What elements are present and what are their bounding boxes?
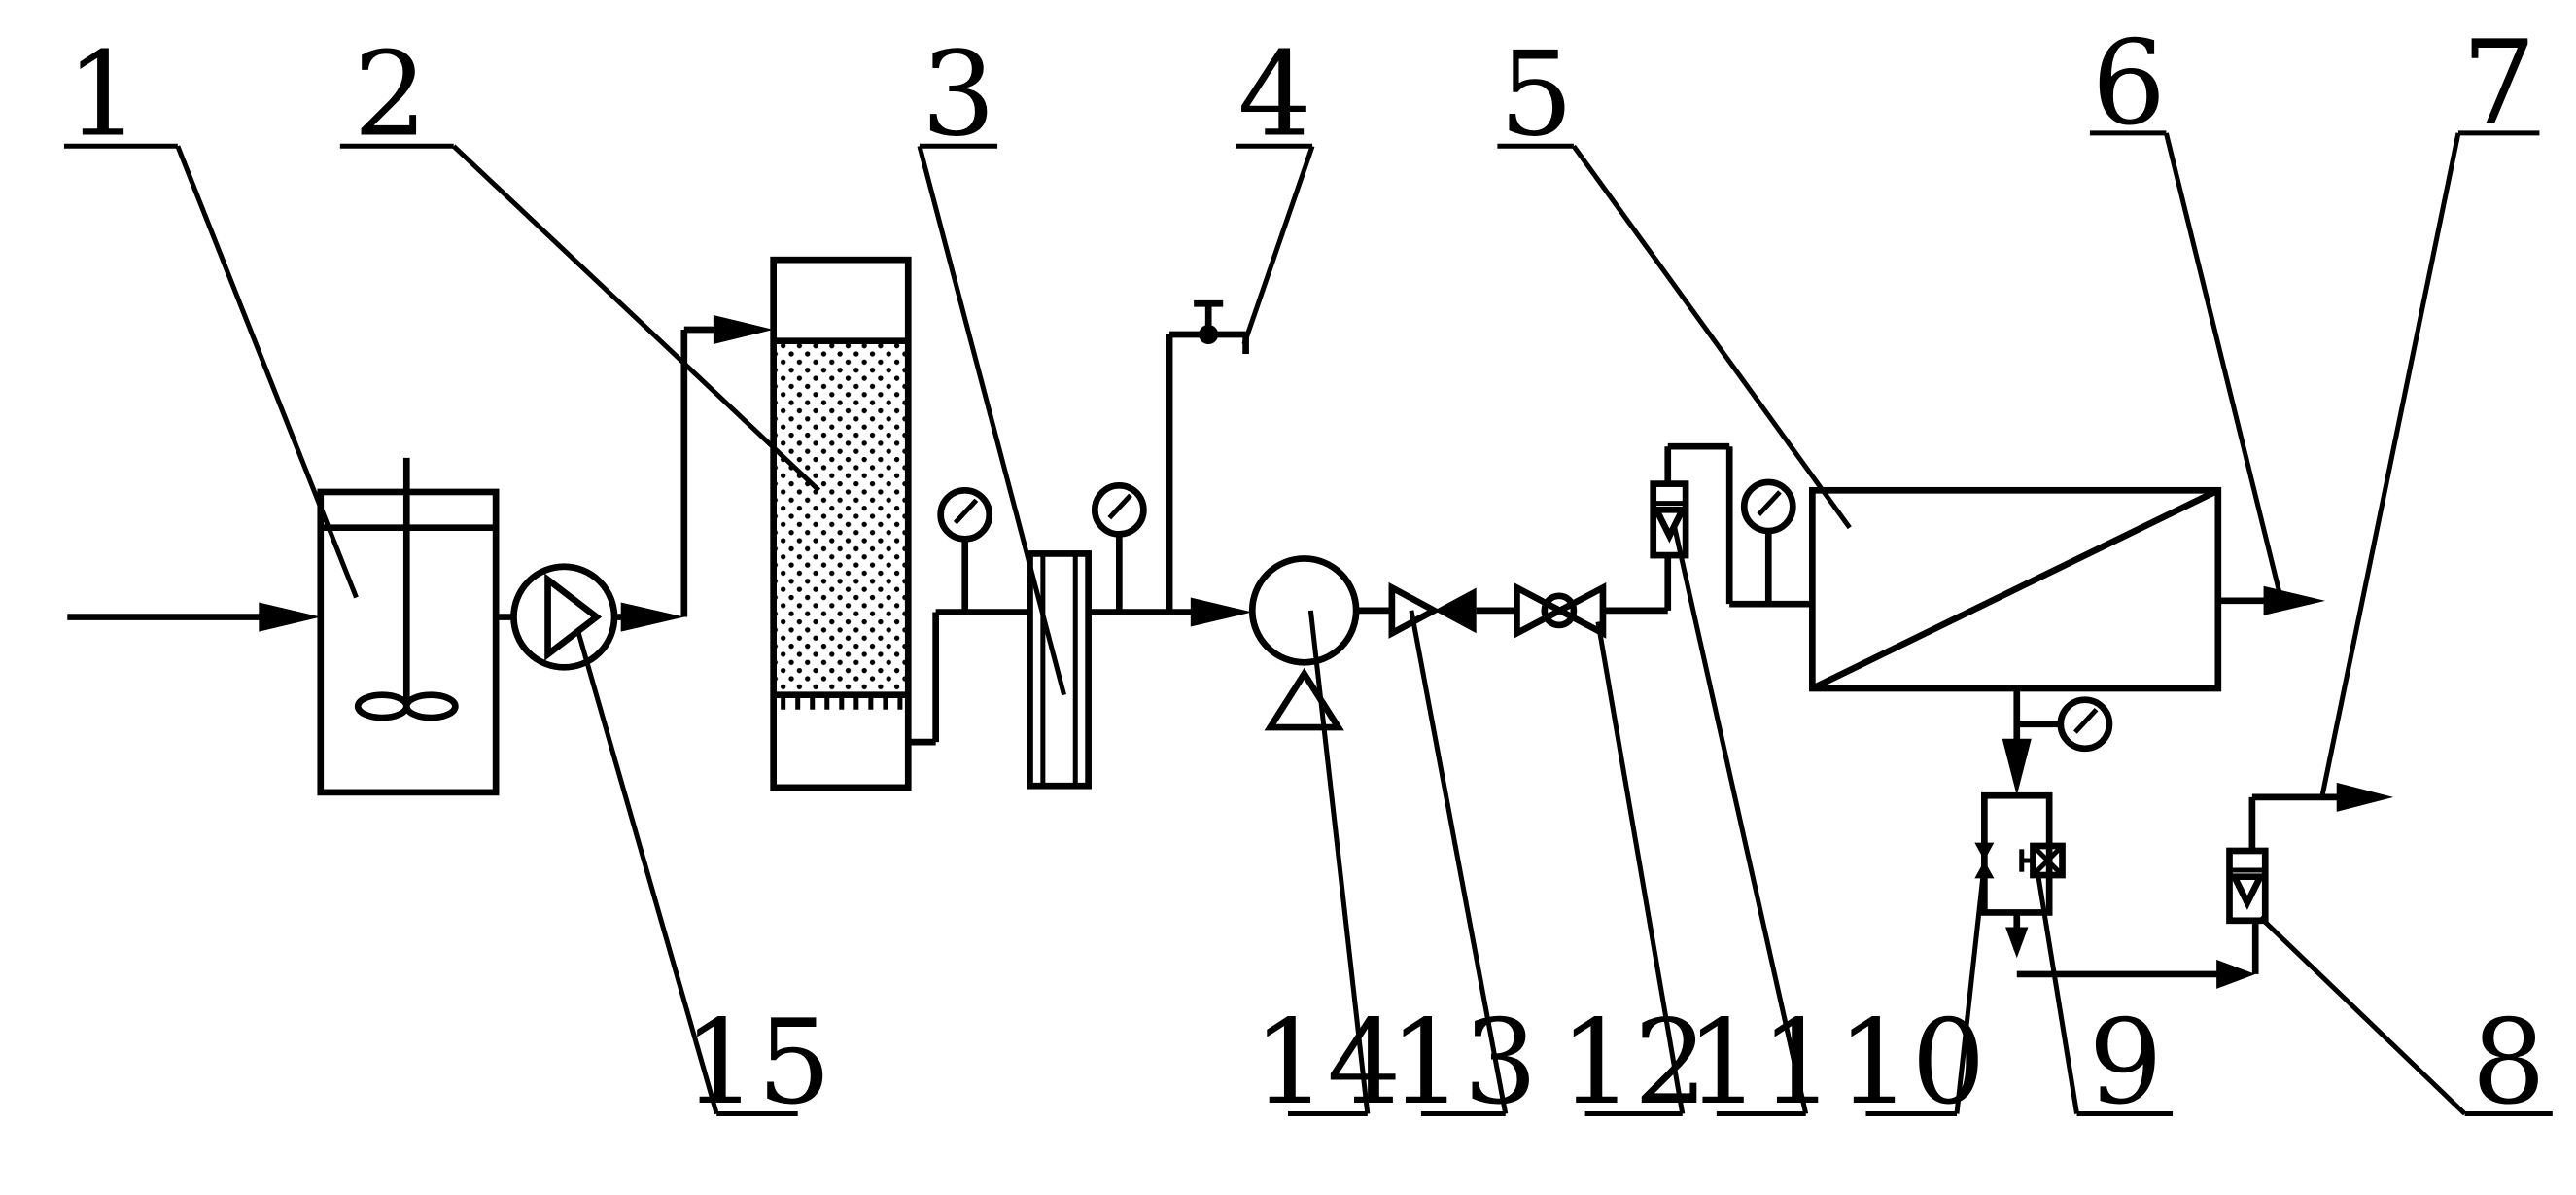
label-14: 14 (1253, 995, 1402, 1131)
label-13: 13 (1389, 995, 1538, 1131)
pressure-gauge-a (937, 486, 993, 613)
check-valve (1388, 581, 1517, 639)
leader-lines (63, 130, 2553, 1117)
label-11: 11 (1686, 995, 1834, 1131)
label-4: 4 (1237, 27, 1312, 163)
label-8: 8 (2471, 995, 2546, 1131)
permeate-outlet (2217, 585, 2326, 615)
concentrate-valves (1974, 791, 2259, 989)
sample-tap (1088, 299, 1253, 627)
cartridge-filter (1027, 550, 1092, 790)
label-12: 12 (1559, 995, 1708, 1131)
concentrate-line (2002, 688, 2113, 796)
pressure-gauge-c (1740, 478, 1796, 605)
label-2: 2 (353, 27, 428, 163)
label-6: 6 (2092, 16, 2167, 152)
label-7: 7 (2461, 16, 2536, 152)
label-5: 5 (1499, 27, 1574, 163)
label-9: 9 (2088, 995, 2163, 1131)
label-15: 15 (682, 995, 831, 1131)
label-1: 1 (66, 27, 140, 163)
packed-column (770, 256, 1030, 791)
membrane-module (1809, 486, 2222, 692)
label-3: 3 (922, 27, 996, 163)
stirred-tank (67, 457, 500, 796)
concentrate-flow-meter (2226, 782, 2394, 925)
component-labels: 1 2 3 4 5 6 7 8 9 10 11 12 13 14 15 (66, 16, 2546, 1131)
pressure-gauge-b (1091, 481, 1147, 613)
label-10: 10 (1837, 995, 1986, 1131)
regulating-valve (1514, 581, 1668, 639)
feed-pump (496, 314, 774, 671)
